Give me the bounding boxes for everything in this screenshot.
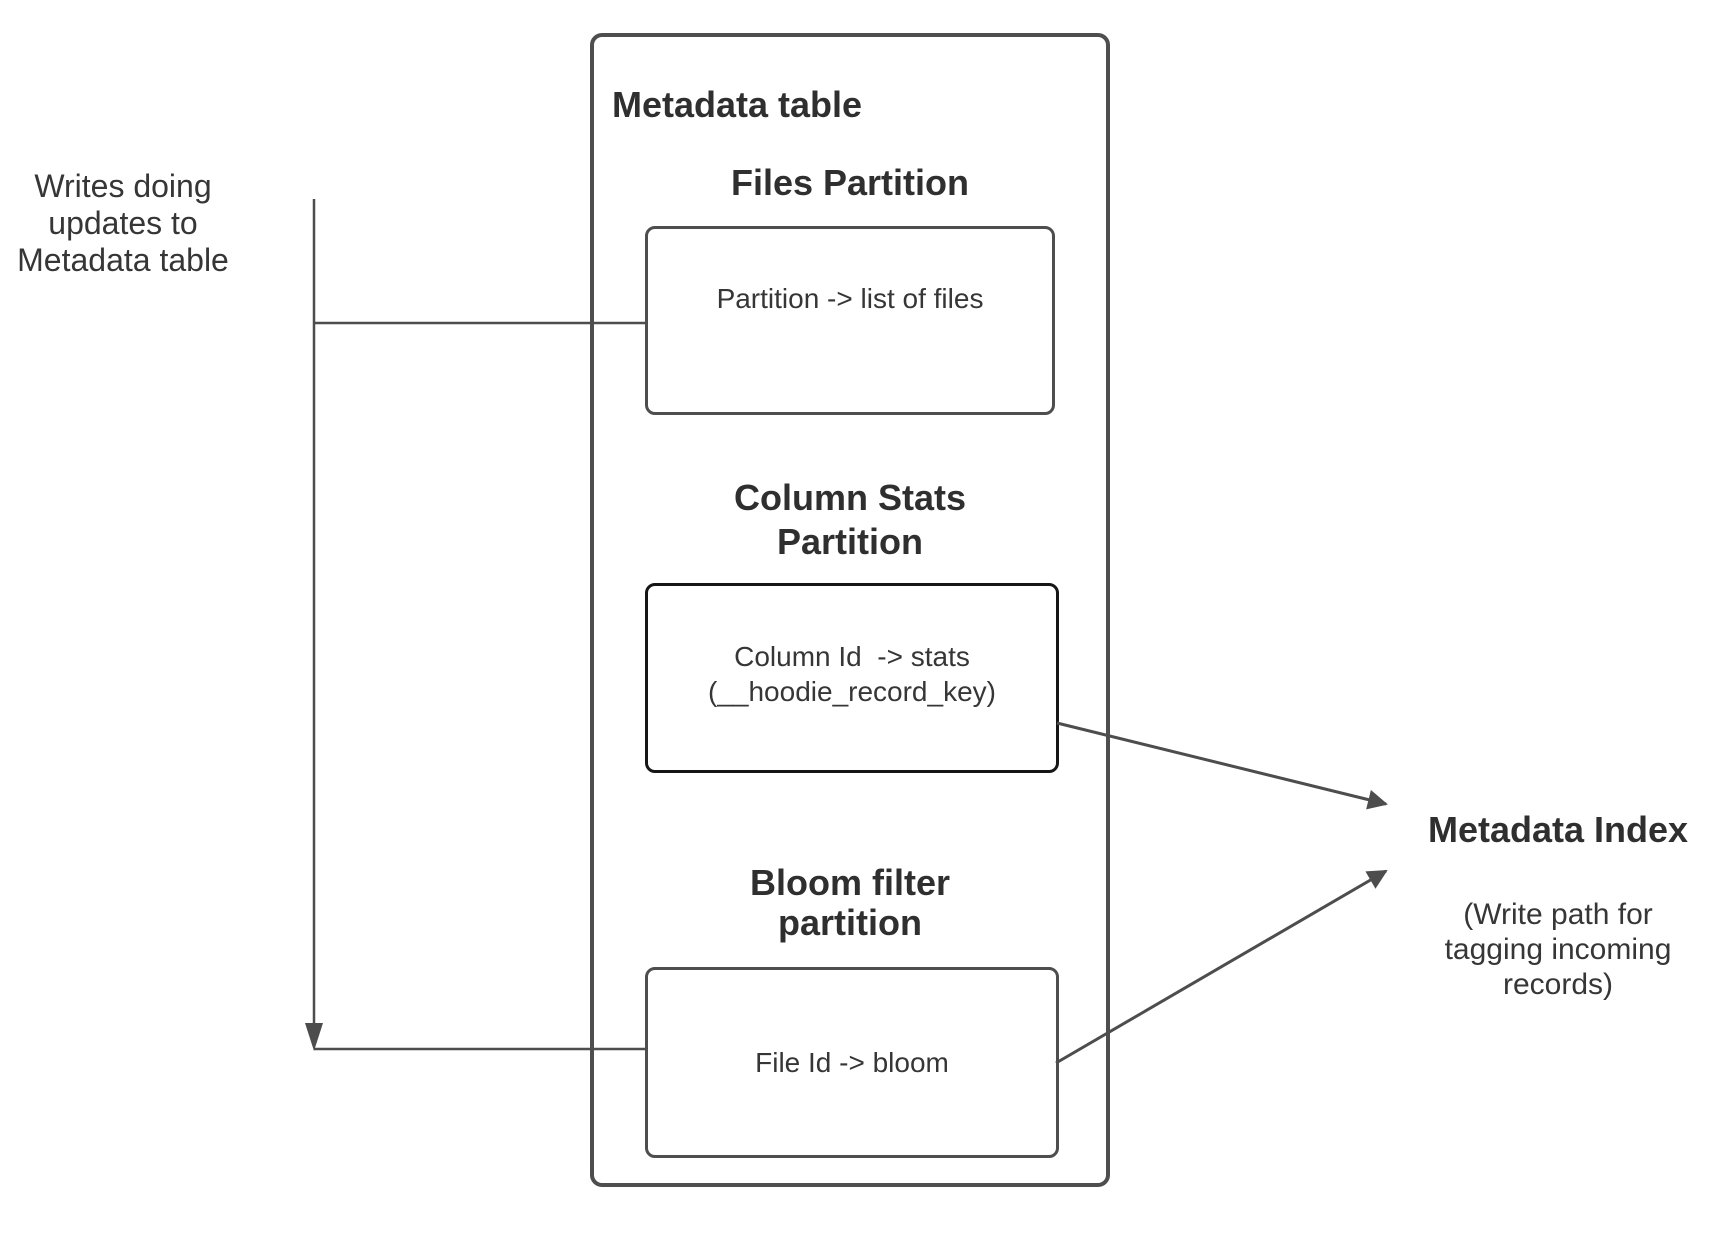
metadata-table-box: Metadata table Files Partition Partition… — [590, 33, 1110, 1187]
files-partition-box: Partition -> list of files — [645, 226, 1055, 415]
down-arrowhead-icon — [305, 1023, 323, 1051]
files-partition-mapping: Partition -> list of files — [716, 283, 984, 314]
column-stats-partition-mapping: Column Id -> stats (__hoodie_record_key) — [708, 641, 996, 707]
writes-updates-note: Writes doing updates to Metadata table — [17, 168, 229, 278]
metadata-index-title: Metadata Index — [1427, 809, 1689, 850]
bloom-filter-partition-mapping: File Id -> bloom — [755, 1046, 949, 1078]
bloom-filter-partition-heading: Bloom filter partition — [749, 862, 950, 943]
column-stats-partition-box: Column Id -> stats (__hoodie_record_key) — [645, 583, 1059, 773]
bloom-filter-partition-box: File Id -> bloom — [645, 967, 1059, 1158]
files-partition-heading: Files Partition — [730, 162, 970, 203]
metadata-index-subtitle: (Write path for tagging incoming records… — [1444, 898, 1672, 1001]
column-stats-partition-heading: Column Stats Partition — [733, 477, 966, 562]
metadata-table-title: Metadata table — [612, 84, 863, 125]
